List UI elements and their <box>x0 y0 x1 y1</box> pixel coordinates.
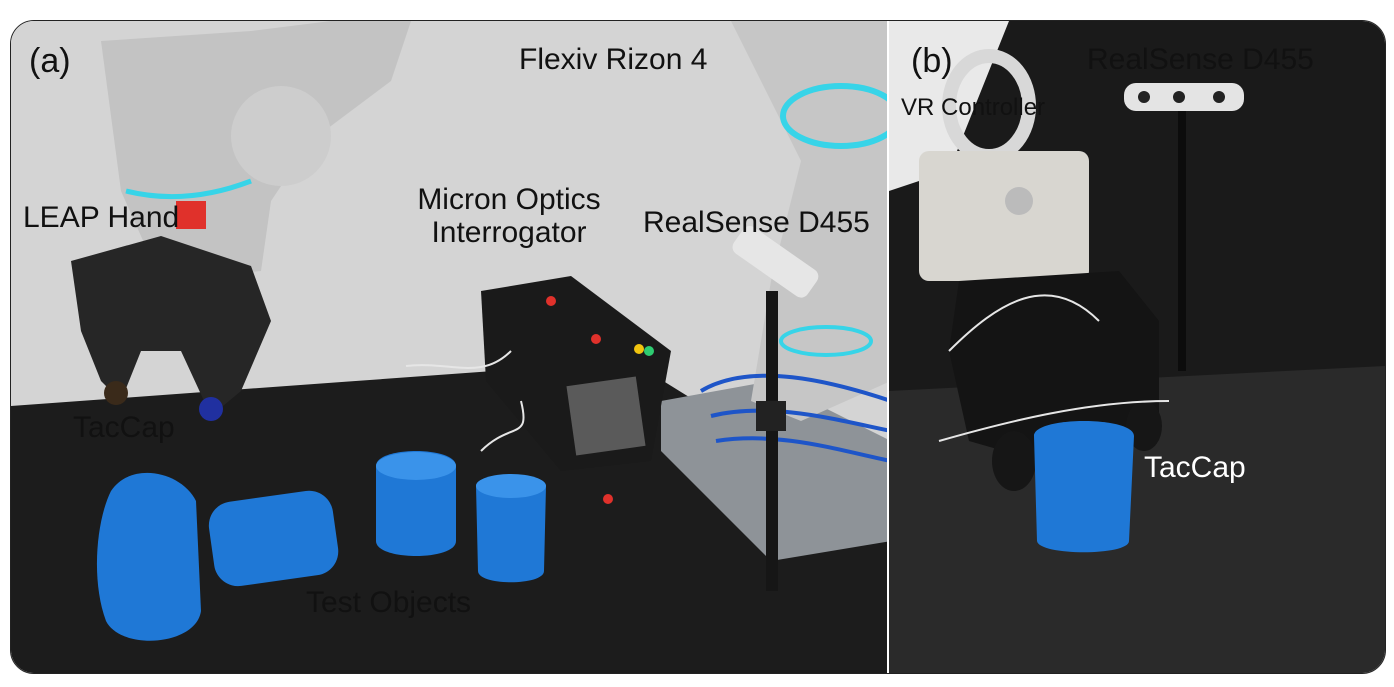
blue-cylinder-b <box>1034 421 1134 553</box>
panel-a-photo: (a) Flexiv Rizon 4 LEAP Hand Micron Opti… <box>11 21 889 673</box>
label-micron-optics-line1: Micron Optics <box>417 183 601 216</box>
label-flexiv-rizon: Flexiv Rizon 4 <box>519 43 708 76</box>
leap-hand <box>71 236 271 416</box>
panel-b-tag: (b) <box>911 42 953 80</box>
realsense-camera-a <box>732 226 819 298</box>
figure-frame: (a) Flexiv Rizon 4 LEAP Hand Micron Opti… <box>10 20 1386 674</box>
label-test-objects: Test Objects <box>306 586 472 619</box>
label-micron-optics-line2: Interrogator <box>431 216 587 249</box>
label-vr-controller: VR Controller <box>901 94 1046 121</box>
panel-b-scene <box>889 21 1385 673</box>
gloved-hand <box>949 271 1159 461</box>
label-taccap-a: TacCap <box>73 411 175 444</box>
test-object-bar <box>208 490 339 587</box>
test-object-soft-cylinder <box>476 474 546 583</box>
label-realsense-a: RealSense D455 <box>643 206 870 239</box>
test-object-irregular <box>96 472 201 641</box>
label-realsense-b: RealSense D455 <box>1087 43 1314 76</box>
panel-b-photo: (b) RealSense D455 VR Controller TacCap <box>889 21 1385 673</box>
panel-a-tag: (a) <box>29 42 71 80</box>
panel-a-scene <box>11 21 889 673</box>
label-leap-hand: LEAP Hand <box>23 201 180 234</box>
label-micron-optics: Micron Optics Interrogator <box>409 183 609 249</box>
label-taccap-b: TacCap <box>1144 451 1246 484</box>
